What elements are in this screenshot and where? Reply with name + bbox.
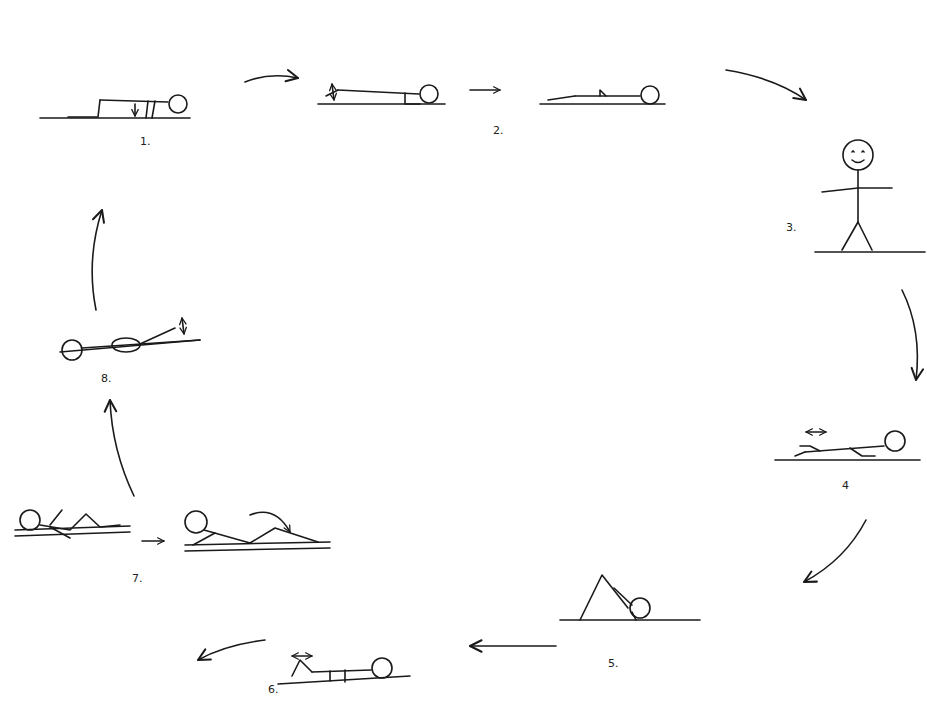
callout-number: 2. (493, 125, 504, 136)
callout-number: 3. (786, 222, 797, 233)
cycle-arrow (142, 540, 164, 542)
stick-figure (185, 511, 330, 551)
cycle-arrow (804, 520, 866, 582)
stick-figure (278, 656, 410, 684)
callout-number: 1. (140, 136, 151, 147)
callout-number: 4 (842, 480, 849, 491)
stick-figure (540, 86, 665, 104)
cycle-arrow (92, 210, 102, 310)
cycle-arrow (245, 76, 298, 82)
callout-number: 6. (268, 684, 279, 695)
stick-figure (60, 318, 200, 360)
stick-figure (560, 575, 700, 620)
stick-figure (775, 431, 920, 460)
cycle-arrow (470, 89, 500, 91)
cycle-arrow (110, 400, 134, 496)
callout-number: 5. (608, 658, 619, 669)
cycle-arrow (726, 70, 806, 100)
stick-figure (815, 140, 925, 252)
cycle-arrow (902, 290, 917, 380)
callout-number: 7. (132, 573, 143, 584)
cycle-arrow (470, 645, 556, 647)
stick-figure (318, 84, 445, 104)
stick-figure (15, 510, 130, 538)
stick-figure (40, 95, 190, 118)
cycle-arrow (198, 640, 265, 660)
callout-number: 8. (101, 373, 112, 384)
